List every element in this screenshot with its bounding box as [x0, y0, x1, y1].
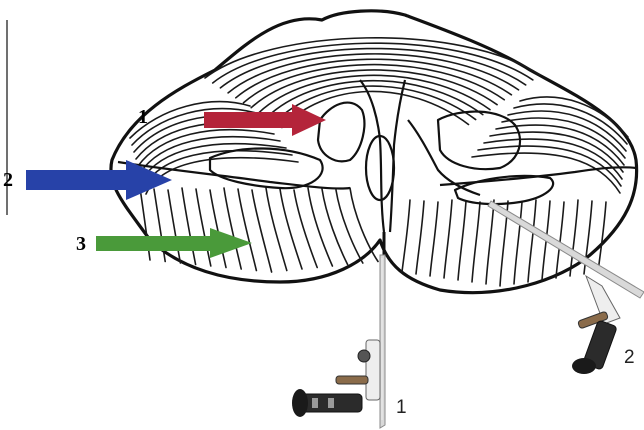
folium-right-lower: [472, 202, 480, 282]
folium-right-lower: [430, 202, 438, 276]
folium-left-lower: [182, 188, 196, 265]
folium-right-lower: [458, 201, 466, 280]
folium-right-upper: [514, 104, 627, 144]
endoscope-1-label: 1: [396, 397, 407, 418]
endoscope-1-body: [366, 340, 380, 400]
folium-right-lower: [528, 200, 536, 282]
folium-left-lower: [350, 188, 378, 262]
folium-right-lower: [598, 202, 606, 272]
folium-left-lower: [224, 188, 241, 269]
arrow-1-label: 1: [138, 106, 148, 128]
folium-left-lower: [196, 189, 211, 266]
folium-right-lower: [444, 200, 452, 278]
folium-right-lower: [486, 200, 494, 284]
endoscope-2-eyepiece: [572, 358, 596, 374]
arrow-3-label: 3: [76, 233, 86, 255]
endoscope-2-label: 2: [624, 347, 635, 368]
arrow-2-label: 2: [3, 169, 13, 191]
folium-left-lower: [266, 188, 287, 271]
arrow-3: [96, 228, 252, 258]
vermis: [360, 80, 384, 232]
folium-right-lower: [402, 200, 410, 272]
endoscope-1-eyepiece: [292, 389, 308, 417]
folium-right-lower: [514, 202, 522, 284]
folium-left-lower: [168, 190, 180, 263]
folium-right-upper: [472, 153, 620, 193]
endoscope-2-shaft: [488, 201, 644, 298]
folium-left-lower: [336, 190, 363, 263]
folium-left-lower: [322, 189, 348, 265]
folium-right-lower: [416, 201, 424, 274]
left-tonsil: [318, 103, 364, 162]
